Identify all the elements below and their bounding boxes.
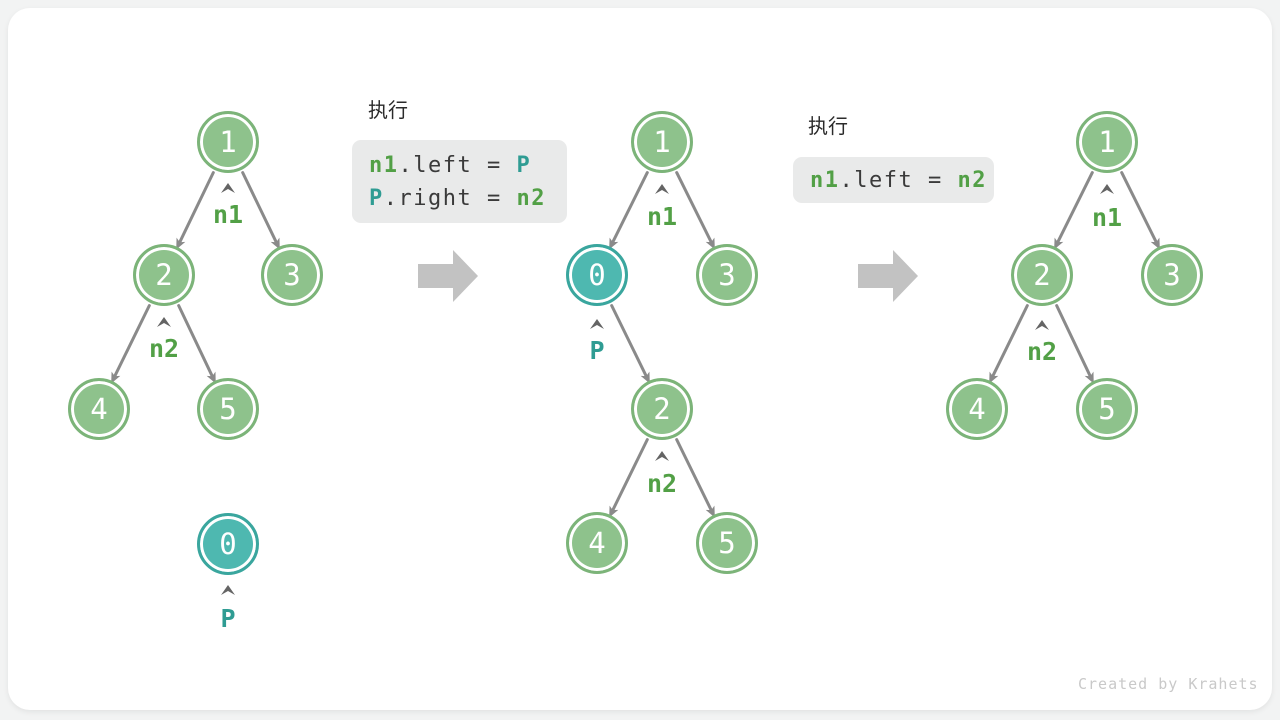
- tree2-node-3: 3: [696, 244, 758, 306]
- node-value: 5: [219, 391, 237, 426]
- code-operator: .left =: [398, 153, 517, 178]
- tree3-node-4: 4: [946, 378, 1008, 440]
- code-line-1: n1.left = n2: [810, 164, 985, 197]
- node-value: 0: [588, 257, 606, 292]
- tree3-node-1: 1: [1076, 111, 1138, 173]
- tree1-node-2: 2: [133, 244, 195, 306]
- code-block-1-title: 执行: [368, 98, 408, 122]
- node-value: 0: [219, 526, 237, 561]
- tree1-pointer-n1-label: n1: [212, 200, 244, 229]
- tree2-node-1: 1: [631, 111, 693, 173]
- code-identifier: n1: [369, 153, 399, 178]
- tree1-pointer-p-label: P: [220, 604, 236, 633]
- node-value: 4: [968, 391, 986, 426]
- code-identifier: n1: [810, 168, 840, 193]
- tree3-pointer-n1-label: n1: [1091, 203, 1123, 232]
- tree2-node-p: 0: [566, 244, 628, 306]
- node-value: 3: [718, 257, 736, 292]
- node-value: 5: [718, 525, 736, 560]
- code-line-2: P.right = n2: [369, 182, 555, 215]
- tree3-pointer-n2-label: n2: [1026, 337, 1058, 366]
- code-operator: .left =: [839, 168, 958, 193]
- tree1-node-1: 1: [197, 111, 259, 173]
- code-block-2-title: 执行: [808, 114, 848, 138]
- node-value: 1: [1098, 124, 1116, 159]
- code-line-1: n1.left = P: [369, 149, 555, 182]
- tree1-node-3: 3: [261, 244, 323, 306]
- node-value: 2: [155, 257, 173, 292]
- node-value: 5: [1098, 391, 1116, 426]
- tree2-pointer-p-label: P: [589, 336, 605, 365]
- watermark: Created by Krahets: [1078, 675, 1259, 693]
- tree1-pointer-n2-label: n2: [148, 334, 180, 363]
- node-value: 2: [1033, 257, 1051, 292]
- node-value: 4: [588, 525, 606, 560]
- tree3-node-2: 2: [1011, 244, 1073, 306]
- node-value: 2: [653, 391, 671, 426]
- tree2-pointer-n2-label: n2: [646, 469, 678, 498]
- tree1-node-5: 5: [197, 378, 259, 440]
- tree3-node-3: 3: [1141, 244, 1203, 306]
- node-value: 1: [219, 124, 237, 159]
- node-value: 4: [90, 391, 108, 426]
- code-identifier: n2: [516, 186, 546, 211]
- node-value: 3: [283, 257, 301, 292]
- code-identifier: P: [369, 186, 384, 211]
- code-block-2: n1.left = n2: [793, 157, 994, 203]
- code-block-1: n1.left = P P.right = n2: [352, 140, 567, 223]
- node-value: 1: [653, 124, 671, 159]
- code-operator: .right =: [383, 186, 517, 211]
- node-value: 3: [1163, 257, 1181, 292]
- code-identifier: P: [516, 153, 532, 178]
- tree2-node-4: 4: [566, 512, 628, 574]
- tree3-node-5: 5: [1076, 378, 1138, 440]
- tree2-node-5: 5: [696, 512, 758, 574]
- tree1-node-4: 4: [68, 378, 130, 440]
- tree2-node-2: 2: [631, 378, 693, 440]
- tree1-node-p: 0: [197, 513, 259, 575]
- tree2-pointer-n1-label: n1: [646, 202, 678, 231]
- code-identifier: n2: [957, 168, 987, 193]
